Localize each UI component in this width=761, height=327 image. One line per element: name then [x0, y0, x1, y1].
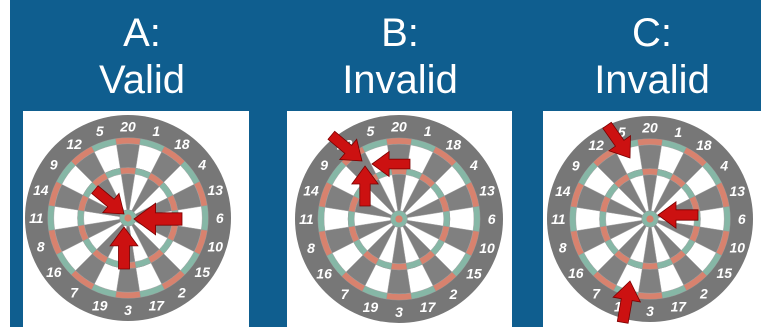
board-number: 7 [70, 284, 79, 300]
outer-single-segment [638, 269, 661, 293]
board-number: 11 [551, 211, 565, 227]
column-a-status: Valid [42, 57, 242, 104]
triple-segment [642, 169, 658, 176]
column-b-status: Invalid [300, 57, 500, 104]
board-number: 7 [592, 285, 601, 301]
board-number: 18 [174, 136, 190, 152]
board-number: 10 [479, 240, 495, 256]
board-number: 10 [207, 239, 223, 255]
board-number: 19 [363, 299, 379, 315]
board-number: 17 [149, 297, 166, 313]
board-number: 14 [303, 183, 319, 199]
triple-segment [600, 211, 607, 227]
board-number: 6 [738, 211, 746, 227]
board-number: 3 [646, 303, 654, 319]
outer-single-segment [324, 207, 349, 230]
board-number: 8 [307, 240, 315, 256]
board-number: 2 [449, 286, 458, 302]
board-number: 4 [719, 157, 728, 173]
board-number: 14 [555, 183, 571, 199]
outer-single-segment [387, 269, 410, 294]
board-number: 6 [216, 210, 224, 226]
outer-single-segment [449, 207, 474, 230]
board-number: 16 [568, 265, 584, 281]
outer-single-segment [116, 144, 139, 168]
board-number: 15 [466, 266, 482, 282]
outer-single-segment [638, 145, 661, 169]
board-number: 13 [207, 182, 223, 198]
board-number: 16 [316, 266, 332, 282]
board-number: 3 [124, 302, 132, 318]
column-b-letter: B: [300, 10, 500, 57]
board-number: 12 [588, 137, 604, 153]
bullseye [124, 214, 131, 221]
board-number: 1 [424, 123, 432, 139]
outer-single-segment [700, 207, 724, 230]
triple-segment [120, 168, 136, 175]
bullseye [395, 215, 402, 222]
board-number: 20 [641, 120, 658, 136]
column-c-status: Invalid [552, 57, 752, 104]
triple-segment [78, 210, 85, 226]
outer-single-segment [116, 268, 139, 292]
triple-segment [642, 263, 658, 270]
board-number: 7 [341, 286, 350, 302]
board-number: 19 [92, 297, 108, 313]
board-number: 17 [420, 299, 437, 315]
board-number: 8 [559, 240, 567, 256]
column-c-letter: C: [552, 10, 752, 57]
board-number: 11 [29, 210, 43, 226]
triple-segment [348, 211, 355, 227]
board-number: 15 [194, 264, 210, 280]
board-number: 13 [479, 183, 495, 199]
board-number: 4 [469, 157, 478, 173]
board-number: 9 [320, 157, 328, 173]
outer-single-segment [576, 207, 600, 230]
board-number: 5 [367, 123, 375, 139]
board-number: 20 [390, 119, 407, 135]
dartboard-a: 20 1 18 413 6 10 15 2 17 3 19 7 168 11 149 12 5 [23, 111, 249, 327]
board-number: 16 [46, 264, 62, 280]
board-number: 10 [729, 240, 745, 256]
board-number: 18 [446, 136, 462, 152]
board-number: 11 [299, 211, 314, 227]
dartboard-c: 2011841361015217319716811149125 [543, 111, 761, 327]
board-number: 18 [696, 137, 712, 153]
board-number: 15 [716, 265, 732, 281]
board-number: 9 [572, 157, 580, 173]
board-number: 2 [177, 284, 186, 300]
outer-single-segment [54, 206, 78, 229]
column-a-title: A: Valid [42, 10, 242, 104]
board-number: 4 [197, 156, 206, 172]
board-number: 2 [699, 285, 708, 301]
board-number: 6 [488, 211, 496, 227]
board-number: 1 [674, 124, 682, 140]
board-number: 3 [395, 304, 403, 320]
triple-segment [391, 263, 407, 270]
board-number: 1 [152, 123, 160, 139]
board-number: 9 [50, 156, 58, 172]
column-a-letter: A: [42, 10, 242, 57]
board-number: 14 [33, 182, 49, 198]
board-number: 5 [96, 123, 104, 139]
column-c-title: C: Invalid [552, 10, 752, 104]
column-b-title: B: Invalid [300, 10, 500, 104]
bullseye [646, 215, 653, 222]
board-number: 8 [37, 239, 45, 255]
board-number: 17 [671, 298, 688, 314]
triple-segment [443, 211, 450, 227]
board-number: 20 [119, 119, 136, 135]
board-number: 12 [66, 136, 82, 152]
dartboard-group: 20 1 18 413 6 10 15 2 17 3 19 7 168 11 149 12 5 [25, 115, 231, 321]
board-number: 13 [729, 183, 745, 199]
